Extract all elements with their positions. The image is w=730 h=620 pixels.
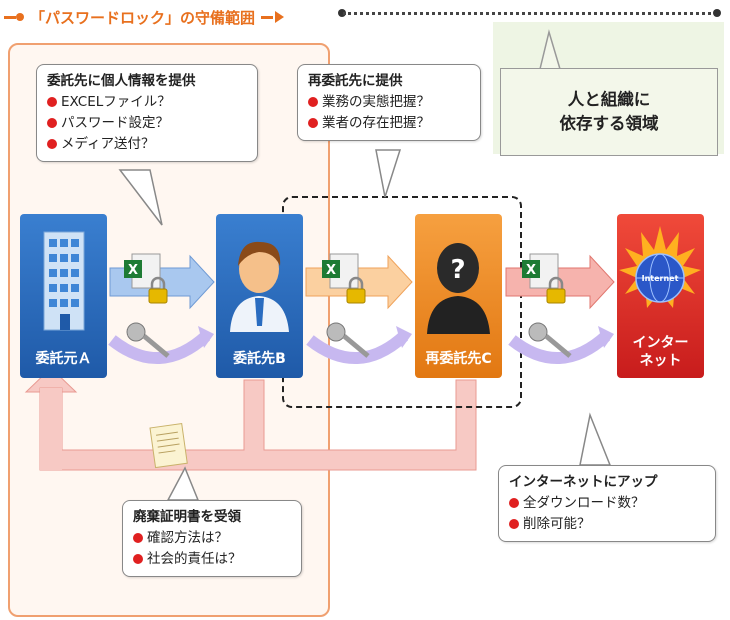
callout-item: 社会的責任は？ (133, 549, 291, 570)
unknown-person-icon: ? (427, 243, 490, 334)
actor-contractor-b: 委託先B (216, 214, 303, 378)
actor-label: 委託先B (233, 351, 286, 367)
callout-item: パスワード設定？ (47, 113, 247, 134)
callout-item: 全ダウンロード数？ (509, 493, 705, 514)
callout-item: 確認方法は？ (133, 528, 291, 549)
section-header: 「パスワードロック」の守備範囲 (4, 6, 285, 28)
callout-title: 廃棄証明書を受領 (133, 509, 241, 525)
actor-label: インター ネット (617, 334, 704, 370)
actor-label: 再委託先C (425, 351, 492, 367)
internet-label-line1: インター (632, 335, 689, 351)
excel-locked-file-icon: X (322, 253, 366, 304)
callout-item: 削除可能？ (509, 514, 705, 535)
excel-locked-file-icon: X (124, 253, 168, 304)
callout-internet-upload: インターネットにアップ 全ダウンロード数？ 削除可能？ (498, 465, 716, 542)
internet-label-line2: ネット (639, 353, 682, 369)
divider-dot-icon (338, 9, 346, 17)
callout-item: 業者の存在把握？ (308, 113, 470, 134)
header-dot-icon (16, 13, 24, 21)
svg-text:X: X (526, 263, 536, 278)
zone-label-line1: 人と組織に (567, 90, 651, 109)
excel-locked-file-icon: X (522, 253, 566, 304)
zone-label-line2: 依存する領域 (559, 114, 659, 133)
internet-globe-icon: Internet (619, 226, 701, 308)
divider-dot-icon (713, 9, 721, 17)
svg-text:X: X (128, 263, 138, 278)
key-transfer-icon (108, 322, 214, 365)
callout-item: 業務の実態把握？ (308, 92, 470, 113)
certificate-document-icon (149, 422, 188, 469)
internet-logo-text: Internet (642, 274, 679, 283)
callout-subcontractor-provide: 再委託先に提供 業務の実態把握？ 業者の存在把握？ (297, 64, 481, 141)
dotted-divider (343, 12, 717, 15)
building-icon (43, 231, 85, 331)
callout-contractor-provide: 委託先に個人情報を提供 EXCELファイル？ パスワード設定？ メディア送付？ (36, 64, 258, 162)
key-transfer-icon (508, 322, 614, 365)
callout-title: 再委託先に提供 (308, 73, 403, 89)
section-title: 「パスワードロック」の守備範囲 (30, 8, 256, 27)
callout-title: インターネットにアップ (509, 474, 658, 490)
svg-text:X: X (326, 263, 336, 278)
person-icon (230, 241, 289, 332)
svg-text:?: ? (450, 255, 465, 285)
callout-title: 委託先に個人情報を提供 (47, 73, 196, 89)
callout-tail-c (375, 149, 402, 198)
callout-tail-b (118, 169, 163, 226)
actor-subcontractor-c: ? 再委託先C (415, 214, 502, 378)
header-arrow-icon (275, 11, 285, 23)
header-line-icon (4, 15, 16, 19)
human-organization-label: 人と組織に 依存する領域 (500, 68, 718, 156)
actor-client-a: 委託元Ａ (20, 214, 107, 378)
callout-item: EXCELファイル？ (47, 92, 247, 113)
callout-item: メディア送付？ (47, 134, 247, 155)
key-transfer-icon (306, 322, 412, 365)
actor-label: 委託元Ａ (35, 351, 92, 367)
header-line-icon (261, 15, 274, 19)
actor-internet: Internet インター ネット (617, 214, 704, 378)
callout-disposal-certificate: 廃棄証明書を受領 確認方法は？ 社会的責任は？ (122, 500, 302, 577)
